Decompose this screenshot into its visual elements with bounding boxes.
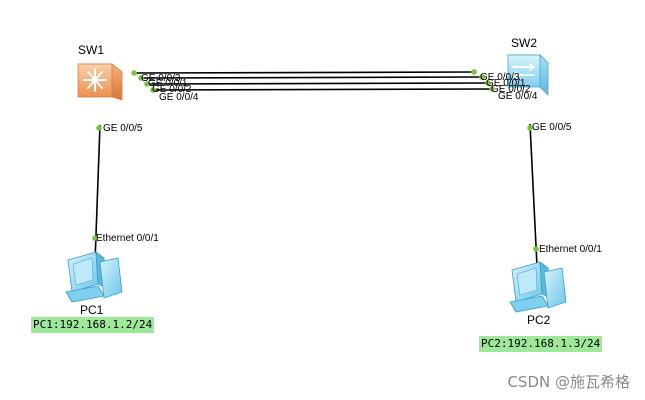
sw2-port-ge001-label: GE 0/0/1 [486,78,526,89]
link-sw2-pc2[interactable] [529,123,538,267]
link-ge002[interactable] [146,82,489,85]
port-dot [150,87,156,93]
pc1-icon[interactable] [65,251,123,303]
sw2-port-ge005-label: GE 0/0/5 [532,122,572,133]
pc1-port-eth-label: Ethernet 0/0/1 [96,233,159,244]
pc1-name: PC1 [80,303,104,317]
link-ge003[interactable] [133,71,475,74]
port-dot [489,86,495,92]
port-dot [533,246,539,252]
link-ge004[interactable] [152,88,493,91]
sw2-icon[interactable] [507,54,549,96]
sw1-port-ge004-label: GE 0/0/4 [159,92,199,103]
port-dot [527,125,533,131]
trunk-links [133,71,493,91]
port-dots [92,69,539,252]
port-dot [92,235,98,241]
port-dot [96,125,102,131]
sw2-port-ge002-label: GE 0/0/2 [491,84,531,95]
sw1-icon[interactable] [76,63,124,101]
sw1-port-ge002-label: GE 0/0/2 [152,84,192,95]
sw2-port-ge003-label: GE 0/0/3 [480,72,520,83]
pc2-ip-label: PC2:192.168.1.3/24 [479,336,603,352]
sw1-port-ge001-label: GE 0/0/1 [148,78,188,89]
port-dot [471,69,477,75]
sw1-port-ge005-label: GE 0/0/5 [103,123,143,134]
sw2-name: SW2 [511,36,538,50]
port-dot [138,75,144,81]
watermark: CSDN @施瓦希格 [507,373,630,391]
pc2-icon[interactable] [509,261,567,313]
sw1-port-ge003-label: GE 0/0/3 [141,73,181,84]
port-dot [144,81,150,87]
pc1-ip-label: PC1:192.168.1.2/24 [31,317,155,333]
sw2-port-ge004-label: GE 0/0/4 [498,91,538,102]
sw1-name: SW1 [78,43,105,57]
port-dot [479,74,485,80]
link-ge001[interactable] [140,76,483,79]
pc2-name: PC2 [527,313,551,327]
pc2-port-eth-label: Ethernet 0/0/1 [539,244,602,255]
port-dot [131,70,137,76]
port-dot [485,80,491,86]
